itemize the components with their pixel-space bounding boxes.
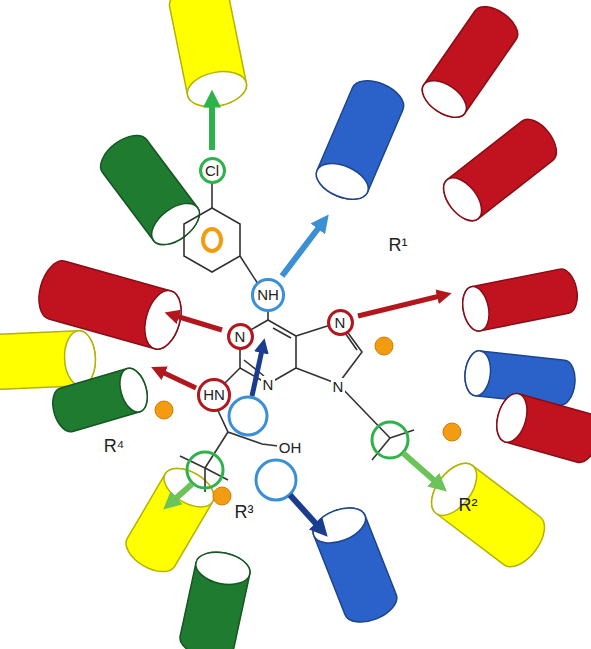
receptor-cylinder [166, 0, 249, 112]
atom-label: N [331, 378, 346, 395]
substituent-label: R¹ [387, 235, 410, 255]
substituent-label: R⁴ [102, 436, 127, 456]
receptor-cylinder [459, 267, 581, 334]
receptor-cylinder [436, 112, 564, 227]
receptor-cylinder [423, 455, 554, 574]
substituent-label: R² [457, 495, 480, 515]
feature-circle: N [327, 309, 354, 336]
atom-label: N [335, 315, 346, 330]
interaction-arrows [162, 104, 440, 526]
substituent-label: R³ [233, 502, 256, 522]
receptor-cylinder [311, 74, 409, 207]
hydrophobic-balls [155, 337, 461, 505]
receptor-cylinder [416, 0, 524, 125]
atom-label: N [261, 376, 276, 393]
feature-circle: N [227, 323, 254, 350]
receptor-cylinder [177, 547, 253, 649]
feature-circles [187, 397, 408, 500]
atom-label: HN [203, 387, 225, 402]
receptor-cylinder [0, 330, 97, 390]
atom-label: OH [277, 439, 304, 456]
aromatic-marker [203, 229, 221, 251]
atom-label: NH [257, 287, 279, 302]
receptor-cylinder [48, 365, 152, 435]
molecule-bonds [180, 172, 414, 492]
feature-circle: Cl [199, 157, 226, 184]
receptor-cylinder [308, 501, 402, 629]
atom-label: Cl [205, 163, 219, 178]
feature-circle: HN [197, 378, 231, 412]
atom-label: N [235, 329, 246, 344]
feature-circle: NH [251, 278, 285, 312]
receptor-cylinder [492, 390, 591, 466]
receptor-cylinder [93, 127, 206, 253]
